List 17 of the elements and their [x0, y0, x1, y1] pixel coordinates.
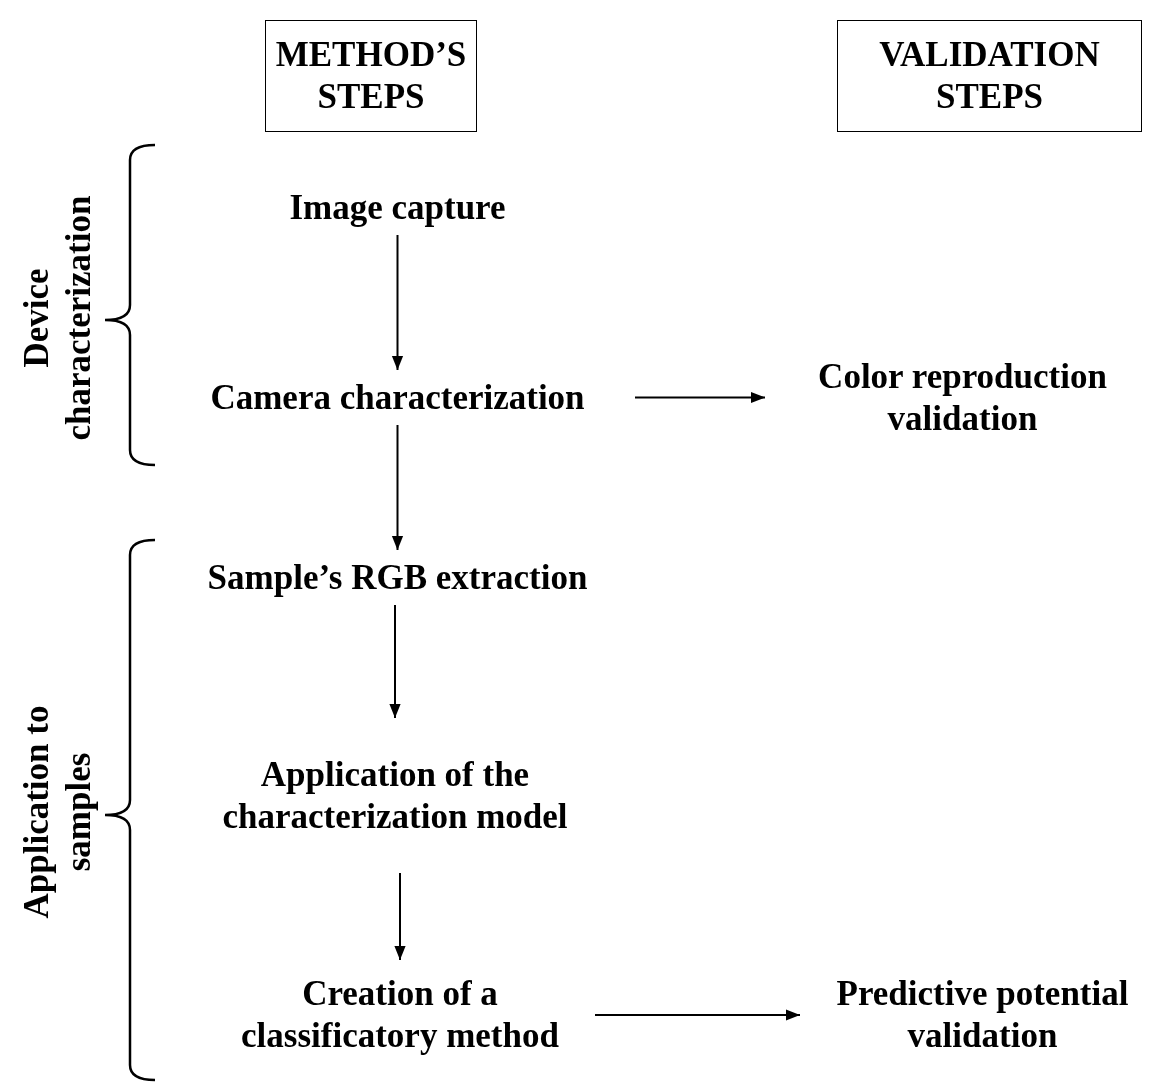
step-text: Application of the characterization model [190, 718, 600, 873]
step-text: Creation of a classificatory method [205, 960, 595, 1070]
step-text: Sample’s RGB extraction [160, 550, 635, 605]
side-label: Application to samples [16, 704, 99, 921]
arrow [394, 872, 406, 961]
arrow [634, 391, 766, 404]
arrow [391, 234, 404, 371]
step-text: Predictive potential validation [800, 960, 1165, 1070]
step-text: Color reproduction validation [765, 350, 1160, 445]
header-box: METHOD’S STEPS [265, 20, 477, 132]
step-text: Camera characterization [160, 370, 635, 425]
side-label: Device characterization [16, 194, 99, 443]
arrow [389, 604, 401, 719]
arrow [594, 1009, 801, 1021]
step-text: Image capture [200, 180, 595, 235]
arrow [391, 424, 404, 551]
header-box: VALIDATION STEPS [837, 20, 1142, 132]
